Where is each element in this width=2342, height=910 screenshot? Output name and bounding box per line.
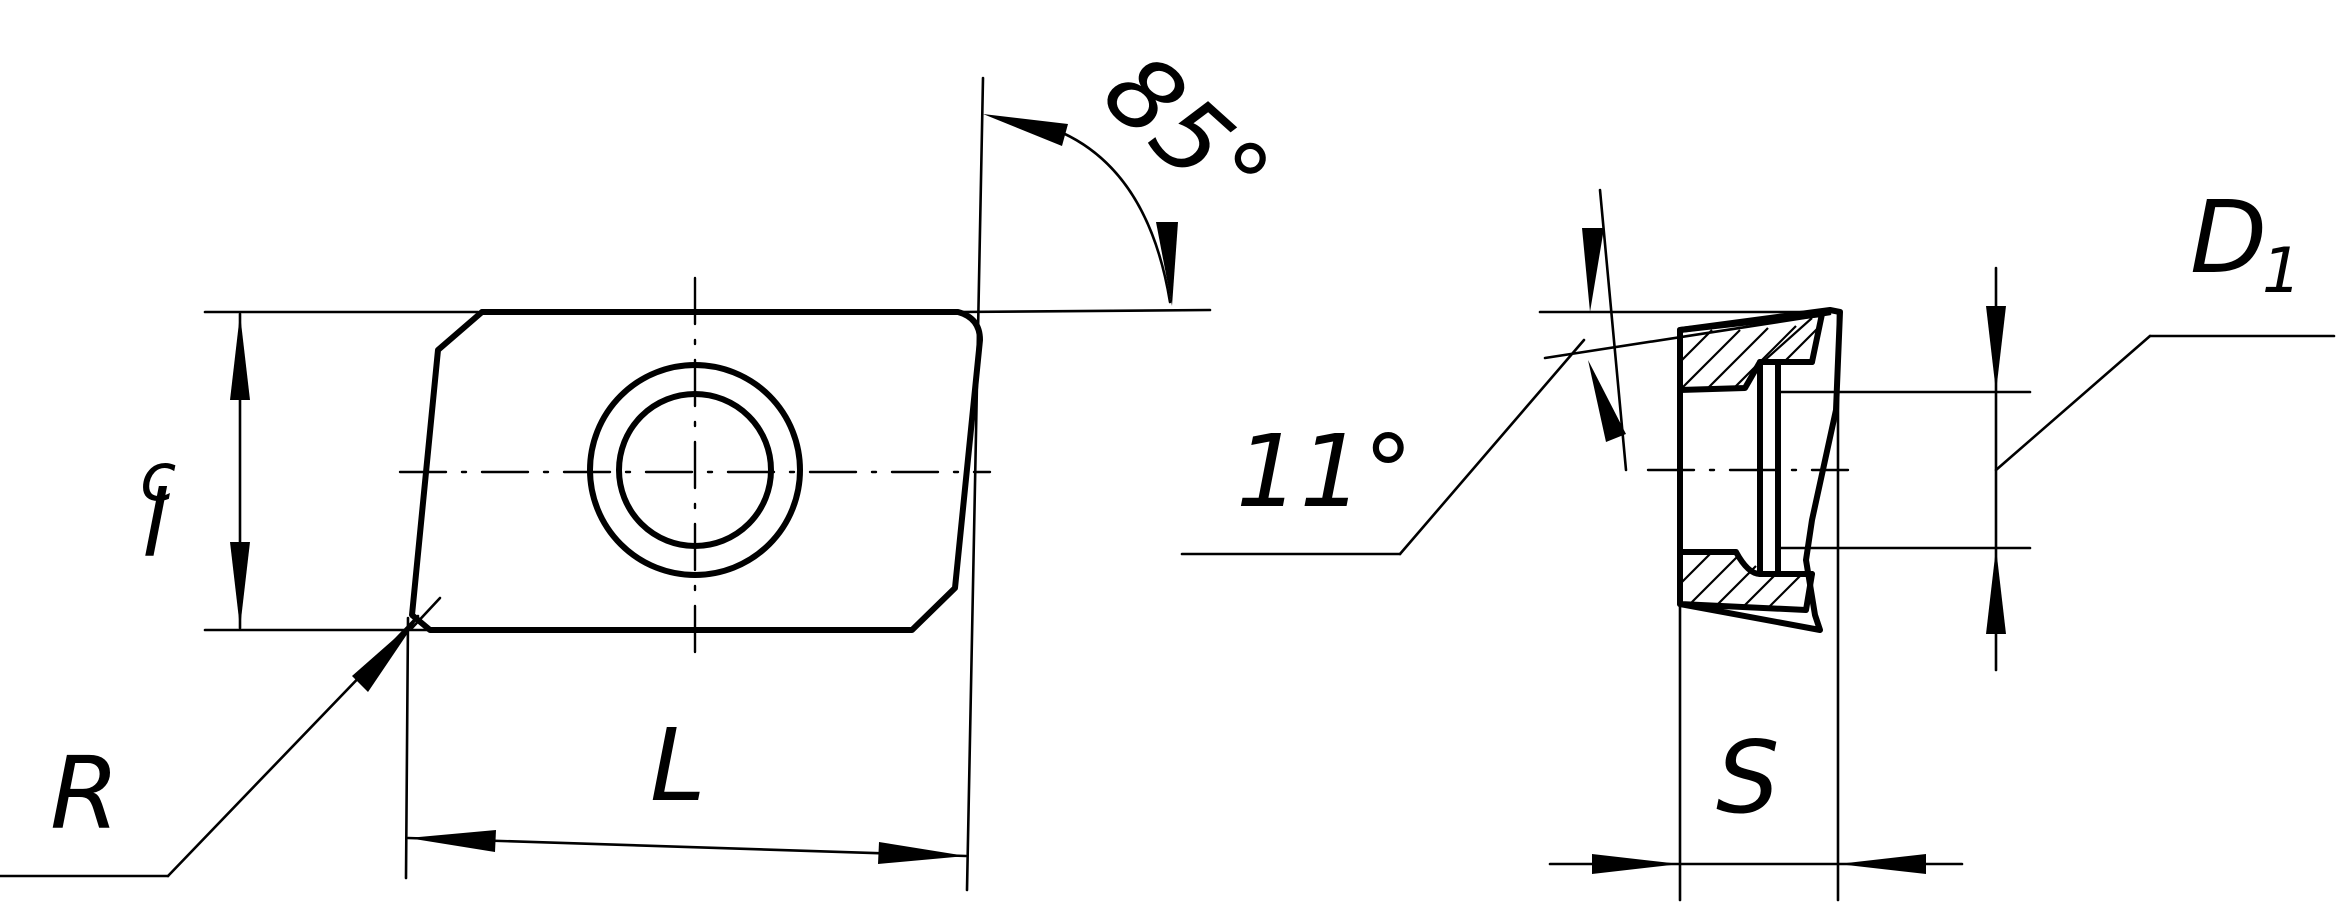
angle-85-arrow-left: [983, 114, 1068, 146]
s-arrow-right: [1838, 854, 1926, 874]
length-dimension-line: [406, 836, 968, 858]
d1-dimension: D 1: [1776, 179, 2336, 672]
lc-label: l: [142, 471, 168, 578]
angle-11-label: 11°: [1236, 413, 1413, 530]
d1-leader-diagonal: [1994, 334, 2152, 472]
thickness-dimension: S: [1548, 310, 1964, 902]
angle-11-arrow-bottom: [1588, 360, 1626, 442]
d1-label: D: [2190, 179, 2267, 296]
length-extension-left: [404, 616, 410, 880]
angle-85-arrow-bottom: [1156, 222, 1178, 306]
lc-dimension: l c: [140, 310, 480, 632]
d1-subscript: 1: [2262, 234, 2301, 307]
angle-11-dimension-line: [1598, 188, 1628, 472]
angle-85-arc: [1054, 128, 1172, 304]
s-label: S: [1716, 719, 1779, 836]
insert-top-view: [398, 276, 992, 670]
d1-arrow-bottom: [1986, 548, 2006, 634]
angle-11-leader-diagonal: [1398, 338, 1586, 556]
length-arrow-left: [408, 830, 496, 852]
length-arrow-right: [878, 842, 966, 864]
lc-arrow-bottom: [230, 542, 250, 628]
lc-subscript: c: [140, 439, 176, 516]
hatching-lower: [1681, 551, 1803, 609]
angle-11-dimension: 11°: [1180, 188, 1828, 556]
radius-dimension: R: [0, 596, 442, 878]
radius-leader-tick: [410, 596, 442, 630]
length-label: L: [650, 707, 706, 824]
angle-85-extension-vertical: [965, 76, 985, 892]
hatching-upper: [1681, 317, 1819, 391]
angle-11-arrow-top: [1582, 228, 1604, 312]
lc-arrow-top: [230, 314, 250, 400]
s-arrow-left: [1592, 854, 1680, 874]
radius-arrow: [352, 618, 418, 692]
section-lower-hatched-outline: [1677, 549, 1815, 613]
length-dimension: L: [404, 616, 968, 880]
d1-arrow-top: [1986, 306, 2006, 392]
radius-label: R: [50, 735, 119, 852]
insert-section-view: [1543, 307, 1850, 633]
section-outer-profile: [1677, 307, 1843, 633]
angle-85-label: 85°: [1082, 31, 1292, 237]
angle-85-extension-horizontal: [956, 308, 1212, 314]
